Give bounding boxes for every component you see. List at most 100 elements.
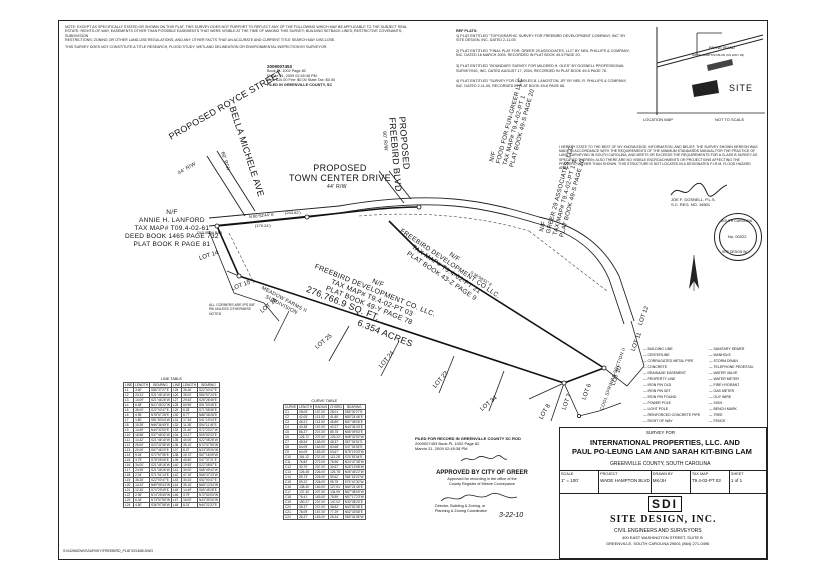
- certification-text: I HEREBY STATE TO THE BEST OF MY KNOWLED…: [559, 145, 758, 171]
- general-notes: NOTE: EXCEPT AS SPECIFICALLY STATED OR S…: [65, 25, 408, 49]
- line-table-cell: S47°37'21"E: [197, 457, 220, 463]
- legend-symbol-icon: —: [643, 383, 648, 387]
- curve-table-cell: S83°00'27"E: [342, 409, 366, 415]
- line-table-cell: 8.31': [181, 502, 199, 508]
- location-map-label: LOCATION MAP: [643, 117, 673, 122]
- curve-table-cell: N80°24'46"E: [342, 414, 366, 420]
- curve-table-cell: N76°19'33"W: [342, 449, 366, 455]
- curve-table-cell: N55°09'53"E: [342, 429, 366, 435]
- line-table-cell: S05°52'03"E: [197, 432, 220, 438]
- line-table-cell: N72°50'05"W: [197, 492, 220, 498]
- line-table-cell: S80°57'24"E: [197, 392, 220, 398]
- legend-item: — SANITARY SEWER: [709, 347, 745, 351]
- survey-for: SURVEY FOR: [646, 430, 676, 435]
- owner-lanford: N/F ANNIE H. LANFORD TAX MAP# T09.4-02-6…: [125, 209, 219, 248]
- line-table-cell: S41°19'34"E: [197, 417, 220, 423]
- legend-symbol-icon: —: [643, 389, 648, 393]
- line-table-cell: S72°57'55"E: [149, 452, 172, 458]
- curve-table-cell: N80°24'46"E: [342, 484, 366, 490]
- line-table-header: LINE: [170, 382, 183, 388]
- company-logo: SDI: [648, 496, 683, 512]
- legend-symbol-icon: —: [643, 413, 648, 417]
- line-table-cell: S65°45'28"E: [197, 487, 220, 493]
- director-title: Director, Building & Zoning, or Planning…: [435, 504, 487, 513]
- legend-item: — CORRUGATED METAL PIPE: [643, 359, 694, 363]
- legend-symbol-icon: —: [643, 377, 648, 381]
- curve-table-header: CURVE: [282, 404, 299, 410]
- surveyor-seal: SOUTH CAROLINA No. 00022 SITE DESIGN INC…: [714, 213, 762, 261]
- line-table-cell: N69°55'43"W: [149, 482, 172, 488]
- curve-table-cell: S47°34'53"E: [342, 444, 366, 450]
- surveyor-name: JOE F. GOSNELL, P.L.S.: [671, 197, 716, 202]
- legend-item: — CENTERLINE: [643, 353, 670, 357]
- north-arrow-icon: [689, 255, 699, 291]
- line-table-cell: S72°23'27"W: [197, 427, 220, 433]
- drawing-path: S:\04266\DWG\SURVEY\FREEBIRD_PLAT\021808…: [63, 549, 154, 553]
- line-table-cell: N66°13'34"W: [197, 482, 220, 488]
- city-approval: APPROVED BY CITY OF GREER Approved for r…: [436, 470, 528, 487]
- line-table-cell: S67°16'09"W: [197, 452, 220, 458]
- director-signature: [440, 492, 518, 502]
- line-table-cell: S86°37'27"E: [149, 387, 172, 393]
- legend-item: — GAS METER: [709, 389, 735, 393]
- legend-item: — STORM DRAIN: [709, 359, 738, 363]
- approval-date: 3-22-10: [499, 512, 524, 519]
- surveyor-license: S.C. REG. NO. 16501: [671, 202, 711, 207]
- legend-symbol-icon: —: [709, 413, 714, 417]
- legend-symbol-icon: —: [709, 401, 714, 405]
- county-line: GREENVILLE COUNTY, SOUTH CAROLINA: [610, 461, 711, 467]
- legend-symbol-icon: —: [709, 365, 714, 369]
- line-table-cell: S36°57'58"W: [149, 502, 172, 508]
- curve-table-cell: N52°33'58"E: [342, 509, 366, 515]
- line-table-cell: N72°57'55"W: [197, 442, 220, 448]
- legend-item: — CONCRETE: [643, 365, 668, 369]
- line-table-cell: N73°57'55"W: [149, 497, 172, 503]
- legend-symbol-icon: —: [709, 377, 714, 381]
- curve-table-cell: N53°52'38"E: [342, 504, 366, 510]
- line-table-cell: S67°46'20"E: [149, 447, 172, 453]
- line-table-cell: N66°36'45"E: [149, 422, 172, 428]
- legend-symbol-icon: —: [709, 419, 714, 423]
- legend-item: — TREE: [709, 413, 723, 417]
- ref-plats: REF PLATS: 1) PLAT ENTITLED "TOPOGRAPHIC…: [456, 29, 630, 88]
- line-table-cell: S22°08'57"E: [197, 462, 220, 468]
- line-table-cell: S78°05'05"E: [149, 457, 172, 463]
- legend: — BUILDING LINE — CENTERLINE — CORRUGATED …: [635, 347, 767, 427]
- corner-note: ALL CORNERS ARE IPS 5/8" RB UNLESS OTHER…: [209, 303, 256, 316]
- line-table-cell: S81°50'04"W: [149, 417, 172, 423]
- legend-symbol-icon: —: [643, 419, 648, 423]
- legend-symbol-icon: —: [709, 383, 714, 387]
- line-table-cell: 4.50': [133, 502, 151, 508]
- line-table-cell: N23°39'26"W: [197, 497, 220, 503]
- company-address-1: 400 EAST WASHINGTON STREET, SUITE B: [622, 535, 703, 540]
- curve-table-cell: N57°17'23"W: [342, 494, 366, 500]
- distance-north-2: (179.24'): [255, 223, 271, 228]
- legend-symbol-icon: —: [709, 407, 714, 411]
- company-address-2: GREENVILLE, SOUTH CAROLINA 29601 (864) 2…: [606, 541, 710, 546]
- legend-item: — FIRE HYDRANT: [709, 383, 740, 387]
- recording-stamp: 2009007453 Book PL 1002 Page 82 Marvin 2…: [267, 64, 336, 87]
- legend-item: — BUILDING LINE: [643, 347, 673, 351]
- legend-item: — IRON PIN FOUND: [643, 395, 677, 399]
- line-table-cell: S68°49'42"W: [197, 467, 220, 473]
- line-table-cell: N78°57'28"E: [149, 412, 172, 418]
- plat-sheet: NOTE: EXCEPT AS SPECIFICALLY STATED OR S…: [58, 20, 768, 560]
- site-label: SITE: [729, 83, 754, 93]
- location-map-scale: NOT TO SCALE: [715, 117, 745, 122]
- legend-item: — BENCH MARK: [709, 407, 737, 411]
- line-table-cell: S22°08'28"W: [197, 437, 220, 443]
- line-table-header: LINE: [122, 382, 135, 388]
- curve-table-cell: 163.00': [313, 514, 330, 520]
- curve-table-cell: S84°18'22"W: [342, 474, 366, 480]
